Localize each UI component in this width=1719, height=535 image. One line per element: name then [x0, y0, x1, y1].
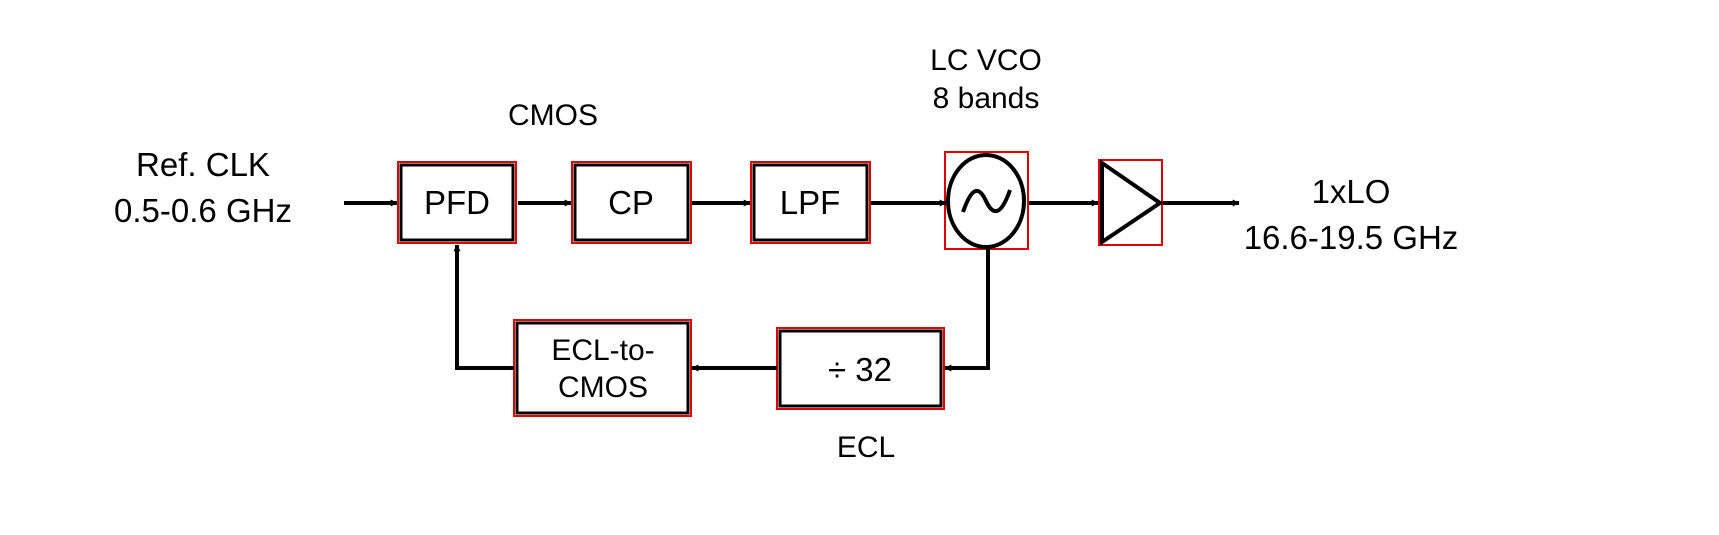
vco-bands-label: 8 bands: [933, 82, 1040, 115]
pfd-label: PFD: [424, 184, 490, 221]
vco-type-label: LC VCO: [930, 44, 1042, 77]
vco-to-divider-feedback-arrow: [944, 249, 990, 372]
ecl-cmos-to-pfd-arrow: [453, 244, 514, 370]
cp-block: CP: [571, 161, 692, 244]
ecl-to-cmos-label-line1: ECL-to-: [551, 334, 654, 367]
ref-clk-label: Ref. CLK: [136, 146, 270, 183]
cmos-section-label: CMOS: [508, 99, 598, 132]
divider-block: ÷ 32: [776, 327, 945, 410]
cp-label: CP: [608, 184, 654, 221]
lpf-block: LPF: [750, 161, 871, 244]
lo-output-frequency: 16.6-19.5 GHz: [1244, 219, 1459, 256]
sine-oscillator-icon: [946, 153, 1026, 249]
buffer-amplifier: [1098, 159, 1164, 246]
lo-output-label: 1xLO: [1312, 173, 1391, 210]
divider-label: ÷ 32: [828, 351, 892, 388]
pfd-block: PFD: [397, 161, 517, 244]
ecl-section-label: ECL: [837, 431, 895, 464]
ecl-to-cmos-label-line2: CMOS: [558, 371, 648, 404]
ref-clk-frequency: 0.5-0.6 GHz: [114, 192, 292, 229]
vco-block: [944, 151, 1029, 250]
lpf-label: LPF: [780, 184, 841, 221]
triangle-amplifier-icon: [1100, 159, 1164, 246]
signal-connections: [344, 199, 1240, 372]
ecl-to-cmos-block: ECL-to- CMOS: [513, 319, 692, 417]
